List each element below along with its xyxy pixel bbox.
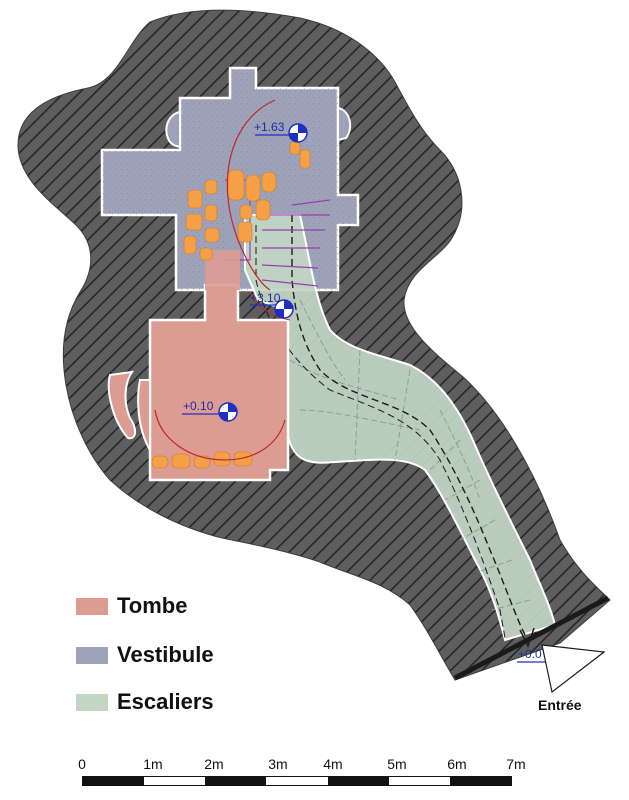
tombe-side-niche bbox=[107, 370, 136, 440]
tombe-zone bbox=[148, 283, 290, 482]
legend-label-escaliers: Escaliers bbox=[117, 689, 214, 714]
elevation-marker-3: +0.10 bbox=[182, 399, 238, 422]
elevation-label-3: +0.10 bbox=[183, 399, 214, 413]
legend-swatch-vestibule bbox=[76, 646, 108, 664]
elevation-marker-1: +1.63 bbox=[254, 120, 308, 143]
north-arrow-icon bbox=[541, 644, 606, 694]
legend-swatch-tombe bbox=[76, 597, 108, 615]
legend-item-tombe: Tombe bbox=[76, 593, 187, 619]
tombe-side-niche-2 bbox=[137, 379, 151, 454]
scale-tick-label: 2m bbox=[204, 756, 224, 772]
scale-tick-label: 7m bbox=[506, 756, 526, 772]
scale-segment bbox=[83, 777, 145, 785]
scale-bar bbox=[82, 776, 512, 786]
scale-segment bbox=[205, 777, 267, 785]
legend-item-vestibule: Vestibule bbox=[76, 642, 214, 668]
elevation-marker-2: +3.10 bbox=[250, 291, 294, 319]
legend-item-escaliers: Escaliers bbox=[76, 689, 214, 715]
scale-segment bbox=[327, 777, 389, 785]
stair-axis-line bbox=[291, 215, 526, 636]
scale-segment bbox=[266, 777, 328, 785]
stair-arrow bbox=[519, 627, 535, 648]
vestibule-alcove bbox=[337, 106, 352, 142]
vestibule-radius-arc bbox=[226, 99, 276, 291]
stone-blocks bbox=[151, 141, 311, 469]
scale-segment bbox=[144, 777, 206, 785]
scale-tick-label: 6m bbox=[447, 756, 467, 772]
entrance-threshold bbox=[453, 595, 610, 681]
scale-segment bbox=[388, 777, 450, 785]
scale-tick-labels: 0 1m 2m 3m 4m 5m 6m 7m bbox=[0, 756, 629, 776]
scale-tick-label: 1m bbox=[143, 756, 163, 772]
scale-tick-label: 4m bbox=[323, 756, 343, 772]
tombe-corridor bbox=[205, 250, 240, 290]
legend-swatch-escaliers bbox=[76, 693, 108, 711]
legend-label-vestibule: Vestibule bbox=[117, 642, 214, 667]
legend-label-tombe: Tombe bbox=[117, 593, 188, 618]
scale-tick-label: 0 bbox=[78, 756, 86, 772]
scale-tick-label: 5m bbox=[387, 756, 407, 772]
tombe-radius-arc bbox=[154, 409, 286, 461]
elevation-label-1: +1.63 bbox=[254, 120, 285, 134]
entrance-label: Entrée bbox=[538, 697, 582, 713]
stair-cells bbox=[289, 299, 531, 611]
elevation-label-2: +3.10 bbox=[250, 291, 281, 305]
vestibule-niche bbox=[165, 110, 181, 148]
scale-segment bbox=[449, 777, 511, 785]
scale-tick-label: 3m bbox=[268, 756, 288, 772]
elevation-label-4: +0.0 bbox=[518, 647, 542, 661]
passage-arc bbox=[249, 291, 291, 321]
